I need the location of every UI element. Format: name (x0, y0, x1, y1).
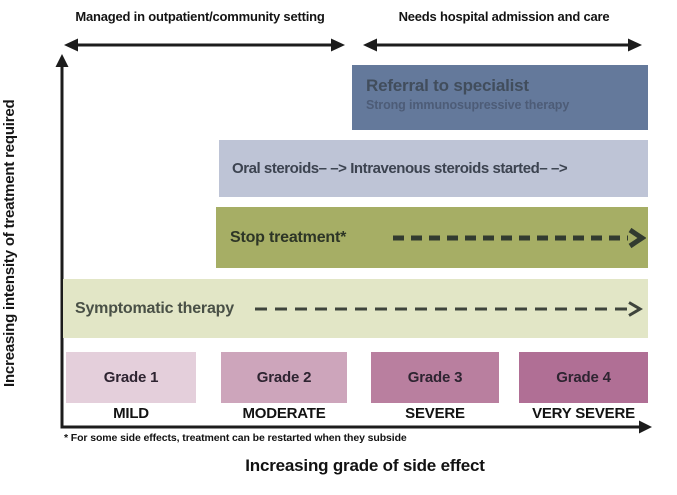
y-axis-label: Increasing intensity of treatment requir… (1, 99, 18, 387)
symptomatic-dashed-arrow (255, 300, 643, 317)
grade-3-box: Grade 3 (371, 352, 499, 403)
grade-2-box: Grade 2 (221, 352, 347, 403)
stop-treatment-dashed-arrow (393, 227, 646, 248)
grade-1-box: Grade 1 (66, 352, 196, 403)
symptomatic-therapy-label: Symptomatic therapy (75, 299, 234, 317)
hospital-range-arrow (363, 38, 642, 52)
header-outpatient-label: Managed in outpatient/community setting (75, 9, 325, 24)
bar-stop-treatment: Stop treatment* (216, 207, 648, 268)
grade-4-box: Grade 4 (519, 352, 648, 403)
severity-label-severe: SEVERE (405, 405, 465, 422)
oral-steroids-label: Oral steroids– –> Intravenous steroids s… (232, 160, 568, 177)
bar-symptomatic-therapy: Symptomatic therapy (63, 279, 648, 338)
severity-label-very-severe: VERY SEVERE (532, 405, 635, 422)
severity-label-moderate: MODERATE (242, 405, 326, 422)
referral-subtitle: Strong immunosupressive therapy (366, 98, 570, 112)
header-hospital-label: Needs hospital admission and care (398, 9, 610, 24)
x-axis-label: Increasing grade of side effect (245, 456, 485, 475)
bar-referral-to-specialist: Referral to specialist Strong immunosupr… (352, 65, 648, 130)
outpatient-range-arrow (64, 38, 345, 52)
referral-title: Referral to specialist (366, 76, 529, 95)
severity-label-mild: MILD (113, 405, 149, 422)
bar-oral-steroids: Oral steroids– –> Intravenous steroids s… (219, 140, 648, 197)
footnote: * For some side effects, treatment can b… (64, 432, 407, 444)
stop-treatment-label: Stop treatment* (230, 228, 347, 246)
